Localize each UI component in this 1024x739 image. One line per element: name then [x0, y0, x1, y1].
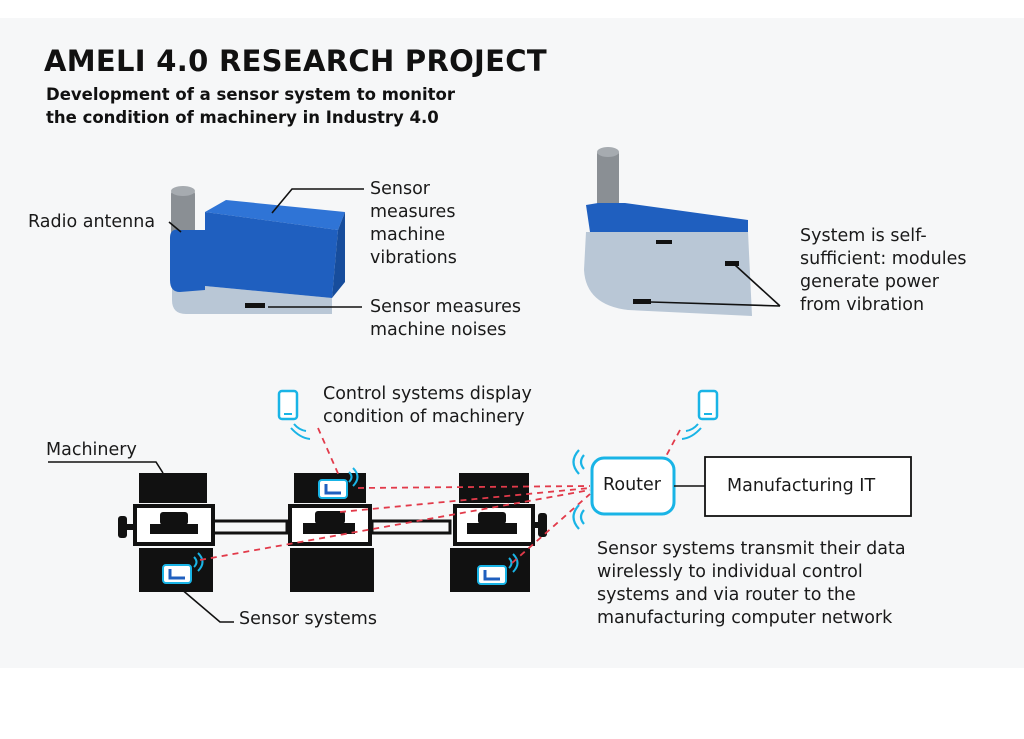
rear-slot-top	[656, 240, 672, 244]
device-base	[172, 258, 332, 314]
network-leader-lines	[48, 461, 234, 623]
label-transmit-note-2: wirelessly to individual control	[597, 562, 863, 582]
machinery-line	[118, 473, 547, 592]
label-control-systems-1: Control systems display	[323, 384, 532, 404]
label-vibration-sensor-2: measures	[370, 202, 456, 222]
label-control-systems-2: condition of machinery	[323, 407, 525, 427]
page-title: AMELI 4.0 RESEARCH PROJECT	[44, 44, 547, 78]
antenna-top	[171, 186, 195, 196]
label-transmit-note-1: Sensor systems transmit their data	[597, 539, 906, 559]
sensor-module-left	[162, 552, 204, 584]
handwheel-right	[538, 513, 547, 537]
device-front-face	[205, 212, 338, 298]
rear-slot-bottom	[633, 299, 651, 304]
sensor-device-rear	[584, 147, 752, 316]
label-self-sufficient-3: generate power	[800, 272, 939, 292]
label-vibration-sensor-3: machine	[370, 225, 446, 245]
shaft-left	[211, 519, 289, 535]
subtitle-line-2: the condition of machinery in Industry 4…	[46, 108, 439, 127]
machine-1	[133, 473, 215, 592]
label-noise-sensor-2: machine noises	[370, 320, 507, 340]
rear-antenna-top	[597, 147, 619, 157]
label-transmit-note-4: manufacturing computer network	[597, 608, 893, 628]
label-sensor-systems: Sensor systems	[239, 609, 377, 629]
tablet-icon-right	[681, 389, 719, 440]
sensor-modules	[162, 467, 519, 585]
handwheel-left	[118, 516, 127, 538]
rear-slot-right	[725, 261, 739, 266]
antenna-housing	[170, 229, 205, 292]
label-machinery: Machinery	[46, 440, 137, 460]
rear-antenna-shape	[597, 150, 619, 210]
device-top-face	[205, 200, 345, 230]
label-noise-sensor-1: Sensor measures	[370, 297, 521, 317]
wireless-links	[199, 427, 681, 564]
rear-top-band	[586, 203, 748, 232]
device-side-face	[332, 212, 345, 298]
noise-sensor-slot	[245, 303, 265, 308]
sensor-device-front	[170, 186, 345, 314]
label-manufacturing-it: Manufacturing IT	[727, 476, 876, 496]
sensor-module-top	[318, 467, 359, 499]
sensor-module-right	[477, 553, 519, 585]
label-transmit-note-3: systems and via router to the	[597, 585, 856, 605]
label-radio-antenna: Radio antenna	[28, 212, 156, 232]
device-leader-lines	[168, 188, 781, 308]
manufacturing-it-box	[704, 456, 912, 517]
label-self-sufficient-2: sufficient: modules	[800, 249, 967, 269]
rear-body	[584, 232, 752, 316]
label-self-sufficient-4: from vibration	[800, 295, 925, 315]
label-vibration-sensor-1: Sensor	[370, 179, 430, 199]
tablet-icon-left	[277, 389, 311, 440]
label-vibration-sensor-4: vibrations	[370, 248, 457, 268]
label-router: Router	[603, 475, 661, 495]
label-self-sufficient-1: System is self-	[800, 226, 927, 246]
subtitle-line-1: Development of a sensor system to monito…	[46, 85, 456, 104]
